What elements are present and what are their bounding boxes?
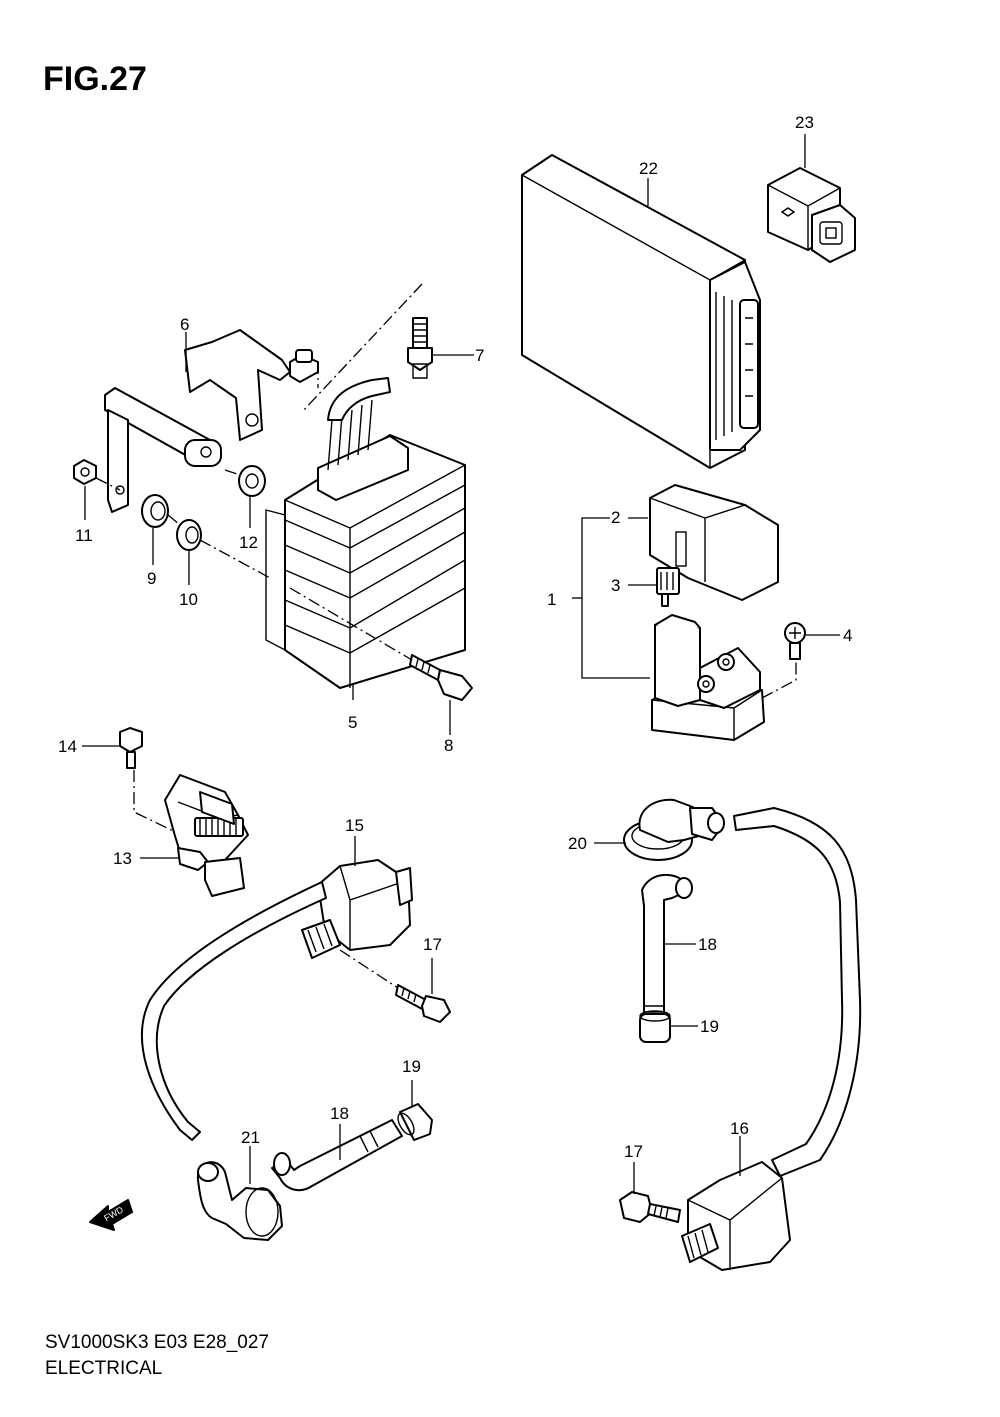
part-2-relay-cover[interactable] xyxy=(649,484,779,601)
part-12-nut[interactable] xyxy=(238,465,266,497)
callout-8: 8 xyxy=(444,736,453,755)
callout-5: 5 xyxy=(348,713,357,732)
part-16-ignition-coil-rear[interactable] xyxy=(681,807,862,1271)
callout-11: 11 xyxy=(75,526,93,545)
callout-3: 3 xyxy=(611,576,620,595)
part-3-fuse[interactable] xyxy=(656,567,680,607)
callout-13: 13 xyxy=(113,849,132,868)
bracket-group-1 xyxy=(581,517,650,679)
assembly-line-8 xyxy=(289,587,413,661)
callout-4: 4 xyxy=(843,626,852,645)
assembly-line-12 xyxy=(224,469,241,476)
assembly-line-17-front xyxy=(339,949,399,989)
part-11-nut[interactable] xyxy=(73,459,97,485)
model-code: SV1000SK3 E03 E28_027 xyxy=(45,1332,269,1353)
part-20-plug-cap-rear[interactable] xyxy=(623,798,725,861)
part-19-seal-front[interactable] xyxy=(395,1103,433,1141)
section-name: ELECTRICAL xyxy=(45,1358,163,1379)
callout-14: 14 xyxy=(58,737,77,756)
callout-22: 22 xyxy=(639,159,658,178)
part-19-seal-rear[interactable] xyxy=(639,1010,671,1043)
part-4-screw[interactable] xyxy=(784,622,806,660)
part-22-ecm-unit[interactable] xyxy=(521,154,761,469)
callout-18-front: 18 xyxy=(330,1104,349,1123)
part-9-grommet[interactable] xyxy=(141,494,169,528)
part-5-regulator-rectifier[interactable] xyxy=(265,377,466,689)
callout-15: 15 xyxy=(345,816,364,835)
callout-18-rear: 18 xyxy=(698,935,717,954)
part-17-bolt-front[interactable] xyxy=(395,984,451,1023)
part-7-bolt[interactable] xyxy=(407,317,433,379)
callout-1: 1 xyxy=(547,590,556,609)
callout-20: 20 xyxy=(568,834,587,853)
part-8-bolt[interactable] xyxy=(409,654,473,701)
part-21-plug-cap[interactable] xyxy=(196,1161,283,1241)
part-13-sensor[interactable] xyxy=(164,774,249,897)
callout-7: 7 xyxy=(475,346,484,365)
part-17-bolt-rear[interactable] xyxy=(619,1191,681,1223)
part-6-bracket[interactable] xyxy=(104,329,291,513)
assembly-line-9-10-11 xyxy=(95,477,271,579)
callout-19-rear: 19 xyxy=(700,1017,719,1036)
assembly-line-4 xyxy=(761,660,797,699)
callout-21: 21 xyxy=(241,1128,260,1147)
callout-10: 10 xyxy=(179,590,198,609)
callout-2: 2 xyxy=(611,508,620,527)
part-15-ignition-coil[interactable] xyxy=(141,859,413,1141)
callout-19-front: 19 xyxy=(402,1057,421,1076)
callout-17-rear: 17 xyxy=(624,1142,643,1161)
assembly-line-7 xyxy=(301,283,423,413)
callout-17-front: 17 xyxy=(423,935,442,954)
callout-9: 9 xyxy=(147,569,156,588)
part-14-bolt[interactable] xyxy=(119,727,143,769)
part-10-washer[interactable] xyxy=(176,519,202,551)
part-6-nut-stud xyxy=(289,349,319,383)
callout-23: 23 xyxy=(795,113,814,132)
callout-16: 16 xyxy=(730,1119,749,1138)
part-18-hose-front[interactable] xyxy=(271,1119,403,1192)
fwd-direction-arrow: FWD xyxy=(89,1199,133,1231)
part-1-starter-relay[interactable] xyxy=(651,614,765,741)
part-23-relay[interactable] xyxy=(767,167,856,263)
figure-title: FIG.27 xyxy=(43,60,147,98)
callout-6: 6 xyxy=(180,315,189,334)
callout-12: 12 xyxy=(239,533,258,552)
